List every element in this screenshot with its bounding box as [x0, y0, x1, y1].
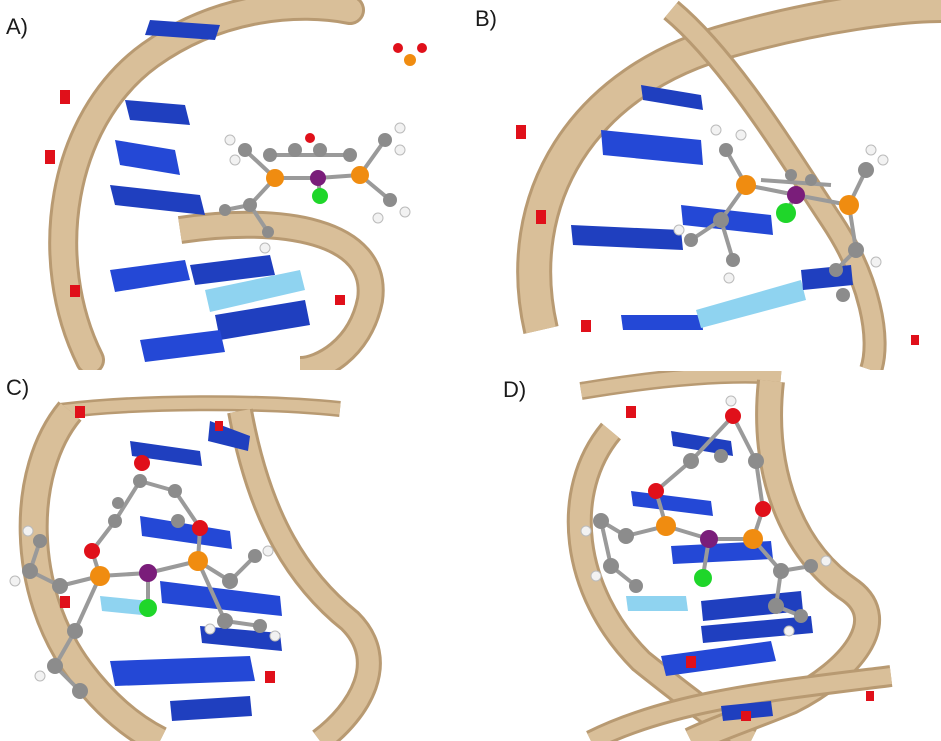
panel-c-dna-complex-view: C): [0, 371, 470, 741]
panel-label-b: B): [475, 6, 497, 31]
panel-d-molecule-render: [566, 371, 893, 741]
panel-d-dna-complex-view: D): [471, 371, 941, 741]
panel-label-a: A): [6, 14, 28, 39]
panel-b-dna-complex-view: B): [471, 0, 941, 370]
panel-a-molecule-render: [45, 0, 427, 370]
panel-a-dna-complex-view: A): [0, 0, 470, 370]
panel-label-c: C): [6, 375, 30, 400]
panel-label-d: D): [503, 377, 527, 402]
panel-b-molecule-render: [516, 0, 941, 370]
panel-c-molecule-render: [9, 395, 382, 741]
